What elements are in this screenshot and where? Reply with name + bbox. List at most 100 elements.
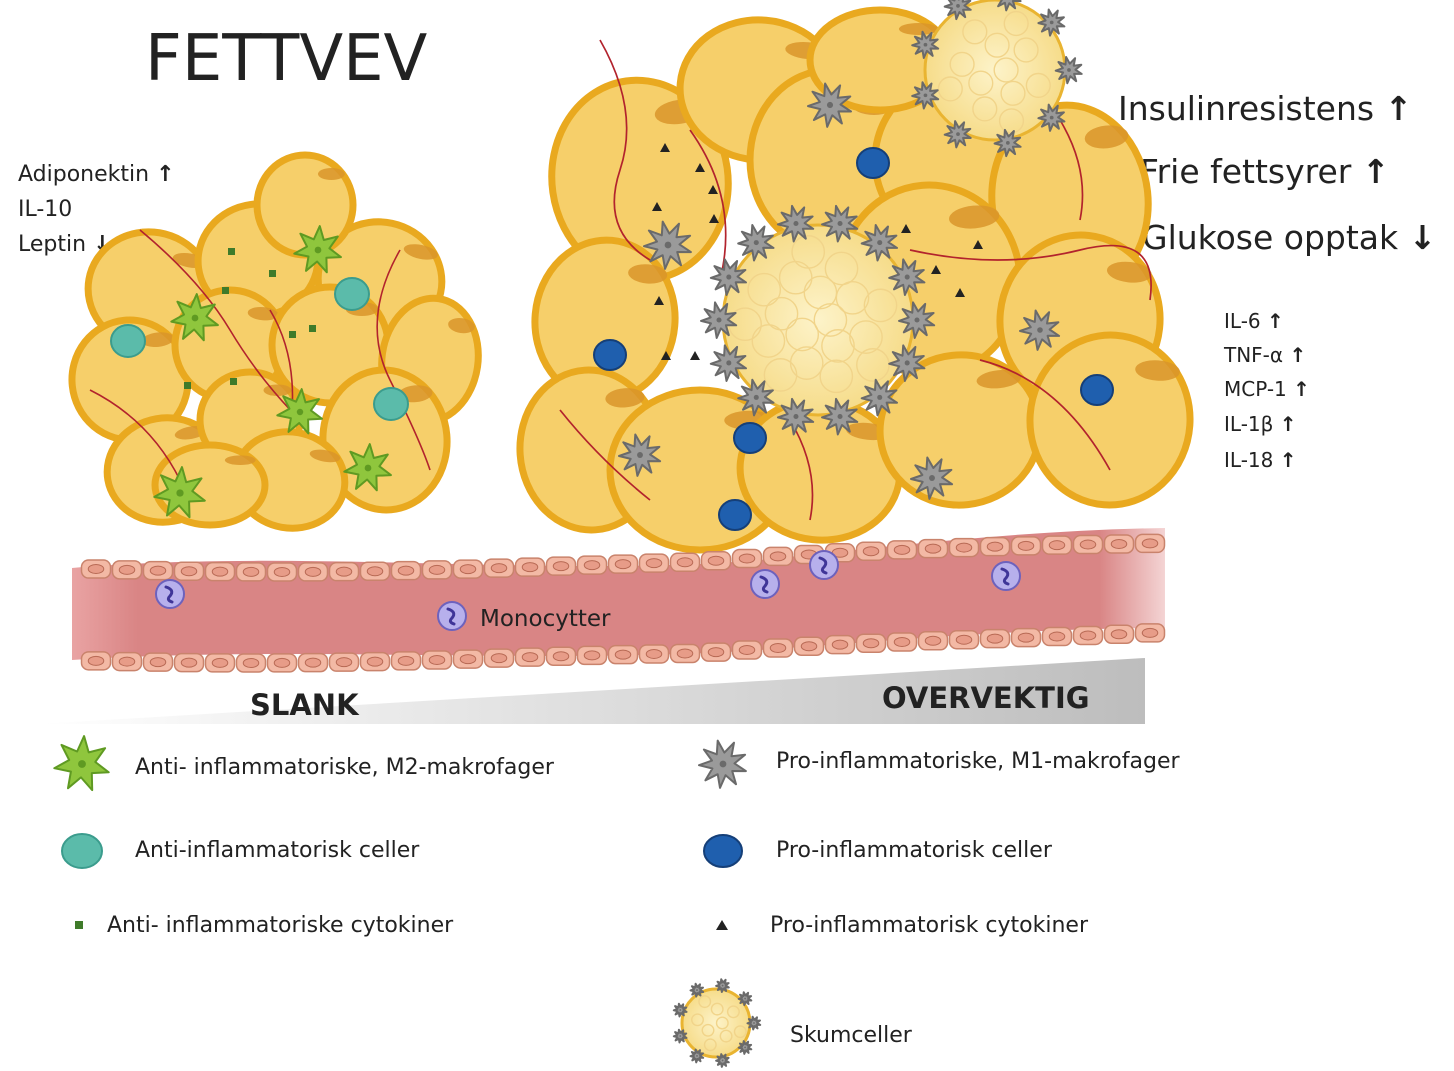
endothelial-nucleus [181, 567, 197, 576]
endothelial-nucleus [119, 657, 135, 666]
endothelial-nucleus [646, 559, 662, 568]
endothelial-nucleus [894, 637, 910, 646]
endothelial-cell [485, 649, 514, 667]
adipocyte-nucleus [264, 384, 292, 396]
macrophage-nucleus [637, 452, 643, 458]
endothelial-nucleus [956, 543, 972, 552]
endothelial-cell [919, 540, 948, 558]
endothelial-nucleus [1142, 628, 1158, 637]
macrophage-nucleus [696, 1055, 698, 1057]
endothelial-cell [1105, 625, 1134, 643]
endothelial-nucleus [460, 565, 476, 574]
endothelial-cell [857, 634, 886, 652]
endothelial-nucleus [243, 659, 259, 668]
macrophage-nucleus [905, 275, 910, 280]
legend-item-m1: Pro-inflammatoriske, M1-makrofager [699, 741, 1180, 788]
endothelial-nucleus [150, 658, 166, 667]
endothelial-cell [795, 637, 824, 655]
endothelial-nucleus [398, 566, 414, 575]
legend-item-pro-cell: Pro-inflammatorisk celler [704, 835, 1053, 867]
endothelial-nucleus [987, 634, 1003, 643]
foam-cell-icon [674, 979, 760, 1067]
endothelial-cell [1074, 536, 1103, 554]
endothelial-nucleus [987, 542, 1003, 551]
m1-macrophage [1038, 10, 1064, 36]
macrophage-nucleus [827, 102, 833, 108]
m1-macrophage [748, 1017, 761, 1030]
endothelial-nucleus [956, 635, 972, 644]
anti-inflammatory-cytokine [309, 325, 316, 332]
endothelial-nucleus [553, 562, 569, 571]
macrophage-nucleus [1067, 68, 1071, 72]
endothelial-cell [454, 560, 483, 578]
endothelial-nucleus [367, 657, 383, 666]
endothelial-nucleus [1018, 633, 1034, 642]
endothelial-nucleus [770, 644, 786, 653]
macrophage-nucleus [754, 240, 759, 245]
monocyte [810, 551, 838, 579]
legend-item-anti-cytokine: Anti- inflammatoriske cytokiner [75, 913, 454, 938]
adipocyte-nucleus [225, 455, 256, 465]
macrophage-nucleus [722, 1060, 724, 1062]
endothelial-cell [950, 539, 979, 557]
endothelial-nucleus [677, 649, 693, 658]
macrophage-nucleus [1050, 116, 1054, 120]
endothelial-nucleus [1142, 539, 1158, 548]
endothelial-nucleus [615, 650, 631, 659]
endothelial-nucleus [491, 654, 507, 663]
m1-macrophage [739, 1041, 752, 1054]
legend-label-pro-cytokine: Pro-inflammatorisk cytokiner [770, 913, 1089, 938]
endothelial-nucleus [274, 567, 290, 576]
macrophage-nucleus [793, 414, 798, 419]
m1-macrophage [699, 741, 746, 788]
endothelial-cell [919, 632, 948, 650]
endothelial-cell [423, 651, 452, 669]
macrophage-nucleus [1050, 21, 1054, 25]
legend-label-m2: Anti- inflammatoriske, M2-makrofager [135, 755, 555, 780]
endothelial-cell [640, 645, 669, 663]
endothelial-nucleus [832, 640, 848, 649]
macrophage-nucleus [315, 247, 322, 254]
endothelial-cell [1136, 624, 1165, 642]
anti-inflammatory-cell [374, 388, 408, 420]
cytokine-tnf: TNF-α ↑ [1223, 343, 1306, 367]
monocyte [992, 562, 1020, 590]
effect-insulinresistens: Insulinresistens ↑ [1118, 89, 1412, 128]
lean-adipose-cluster [66, 155, 486, 537]
endothelial-cell [175, 654, 204, 672]
macrophage-nucleus [78, 760, 86, 768]
endothelial-cell [144, 562, 173, 580]
endothelial-cell [702, 552, 731, 570]
endothelial-nucleus [305, 567, 321, 576]
endothelial-nucleus [646, 649, 662, 658]
cytokine-il18: IL-18 ↑ [1224, 448, 1296, 472]
endothelial-cell [609, 646, 638, 664]
endothelial-cell [299, 654, 328, 672]
endothelial-nucleus [553, 652, 569, 661]
macrophage-nucleus [726, 360, 731, 365]
macrophage-nucleus [877, 395, 882, 400]
anti-inflammatory-cytokine-icon [75, 921, 83, 929]
endothelial-cell [206, 563, 235, 581]
endothelial-nucleus [398, 656, 414, 665]
endothelial-nucleus [429, 655, 445, 664]
pro-inflammatory-cell [719, 500, 751, 530]
endothelial-cell [702, 643, 731, 661]
endothelial-nucleus [708, 556, 724, 565]
endothelial-nucleus [522, 653, 538, 662]
m1-macrophage-icon [699, 741, 746, 788]
effect-frie-fettsyrer: Frie fettsyrer ↑ [1140, 152, 1390, 191]
endothelial-nucleus [1049, 632, 1065, 641]
monocyte [438, 602, 466, 630]
cytokine-mcp1: MCP-1 ↑ [1224, 377, 1310, 401]
macrophage-nucleus [722, 985, 724, 987]
endothelial-nucleus [305, 658, 321, 667]
macrophage-nucleus [744, 998, 746, 1000]
endothelial-cell [1105, 535, 1134, 553]
endothelial-nucleus [708, 648, 724, 657]
endothelial-cell [671, 553, 700, 571]
endothelial-nucleus [863, 639, 879, 648]
macrophage-nucleus [838, 414, 843, 419]
endothelial-nucleus [460, 655, 476, 664]
endothelial-cell [237, 563, 266, 581]
